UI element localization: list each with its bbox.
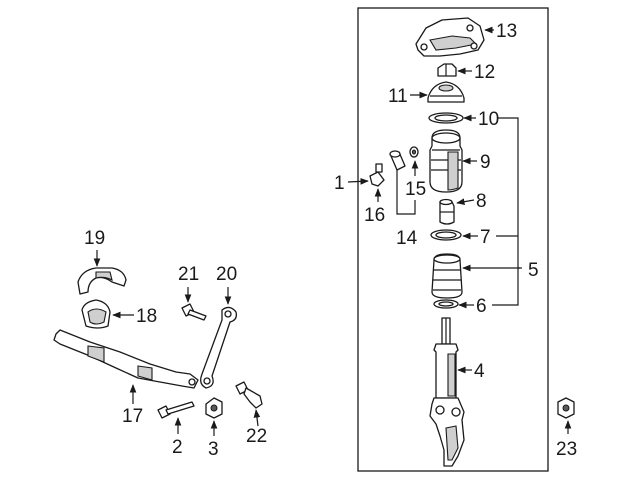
callout-10: 10 <box>478 109 499 130</box>
part-19-stabilizer-bracket[interactable] <box>77 267 127 295</box>
part-18-stabilizer-bushing[interactable] <box>81 299 111 329</box>
callout-23: 23 <box>556 439 577 460</box>
part-10-upper-seal[interactable] <box>428 112 464 124</box>
part-17-stabilizer-bar[interactable] <box>53 329 199 389</box>
part-3-nut[interactable] <box>205 397 223 419</box>
callout-4: 4 <box>474 361 485 382</box>
callout-17: 17 <box>122 406 143 427</box>
part-9-air-spring[interactable] <box>429 129 463 193</box>
callout-16: 16 <box>364 205 385 226</box>
callout-5-bracket <box>492 117 522 306</box>
part-22-bolt[interactable] <box>235 381 263 409</box>
callout-21: 21 <box>178 264 199 285</box>
callout-20: 20 <box>216 264 237 285</box>
part-21-bolt[interactable] <box>181 303 207 321</box>
part-5-dust-boot[interactable] <box>431 253 463 299</box>
callout-14: 14 <box>396 228 418 249</box>
callout-13: 13 <box>496 21 517 42</box>
part-15-bushing[interactable] <box>389 146 419 171</box>
callout-15: 15 <box>405 179 426 200</box>
callout-2: 2 <box>172 437 183 458</box>
part-7-clamp-ring[interactable] <box>430 229 462 241</box>
part-8-bump-stop[interactable] <box>439 198 455 225</box>
callout-11: 11 <box>388 86 408 107</box>
part-2-bolt[interactable] <box>157 401 195 419</box>
part-11-strut-mount[interactable] <box>427 81 465 103</box>
part-23-nut[interactable] <box>557 397 575 419</box>
callout-7: 7 <box>480 227 491 248</box>
part-13-upper-mount-bracket[interactable] <box>415 17 485 57</box>
callout-18: 18 <box>136 306 157 327</box>
callout-3: 3 <box>208 439 219 460</box>
part-6-lower-seal[interactable] <box>433 299 459 309</box>
callout-12: 12 <box>474 62 495 83</box>
callout-6: 6 <box>476 296 487 317</box>
callout-19: 19 <box>84 228 105 249</box>
part-4-shock-absorber[interactable] <box>429 317 465 467</box>
callout-8: 8 <box>476 191 487 212</box>
part-12-top-nut[interactable] <box>437 63 457 77</box>
part-1-valve[interactable] <box>369 163 385 187</box>
callout-1: 1 <box>334 173 345 194</box>
callout-14-bracket <box>396 170 416 215</box>
callout-9: 9 <box>480 152 491 173</box>
callout-5: 5 <box>528 260 539 281</box>
callout-22: 22 <box>246 426 267 447</box>
part-20-stabilizer-link[interactable] <box>200 306 238 389</box>
strut-assembly-frame <box>357 7 549 472</box>
